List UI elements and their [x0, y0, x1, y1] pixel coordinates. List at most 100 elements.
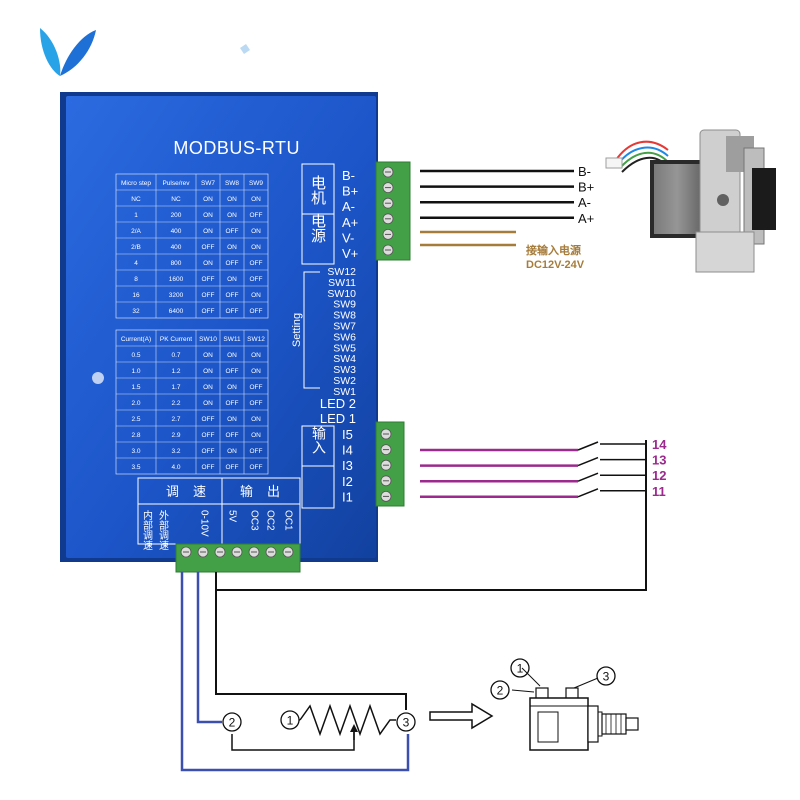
table-cell: ON: [203, 260, 213, 267]
table-header-cell: SW7: [201, 180, 215, 187]
table-cell: 1: [134, 212, 138, 219]
switch-label: SW7: [333, 321, 356, 333]
switch-label: SW1: [333, 386, 356, 398]
table-cell: OFF: [202, 432, 215, 439]
power-note-cn: 接输入电源: [526, 243, 581, 257]
table-cell: ON: [203, 400, 213, 407]
table-cell: OFF: [226, 308, 239, 315]
input-number-label: 14: [652, 437, 667, 452]
table-cell: OFF: [250, 400, 263, 407]
table-header-cell: PK Current: [160, 336, 192, 343]
motor-label: 电机: [309, 175, 327, 206]
input-label: 输入: [310, 426, 326, 454]
switch-contact: [577, 441, 599, 451]
table-cell: ON: [251, 352, 261, 359]
table-cell: 1.0: [131, 368, 140, 375]
switch-label: SW2: [333, 375, 356, 387]
table-cell: 3.2: [171, 448, 180, 455]
table-cell: ON: [203, 196, 213, 203]
table-cell: 4: [134, 260, 138, 267]
led-label: LED 1: [320, 411, 356, 426]
pin-number: 3: [603, 670, 610, 684]
table-header-cell: SW12: [247, 336, 265, 343]
table-cell: ON: [251, 368, 261, 375]
input-terminal-label: I3: [342, 458, 353, 473]
switch-label: SW10: [327, 288, 356, 300]
potentiometer-wiring: [180, 572, 410, 772]
table-cell: 2.0: [131, 400, 140, 407]
bottom-terminal-label: OC3: [249, 510, 260, 531]
motor-wires: B-B+A-A+: [420, 164, 594, 226]
table-cell: 1.7: [171, 384, 180, 391]
bottom-terminal-label: OC1: [283, 510, 294, 531]
table-cell: 2/B: [131, 244, 141, 251]
table-cell: 0.5: [131, 352, 140, 359]
output-label: 输出: [240, 484, 294, 500]
switch-label: SW6: [333, 331, 356, 343]
input-terminal-label: I2: [342, 474, 353, 489]
table-cell: OFF: [226, 228, 239, 235]
table-cell: ON: [203, 368, 213, 375]
switch-contact: [577, 456, 599, 467]
bottom-terminal-label: OC2: [265, 510, 276, 531]
bottom-terminal-label: 外部调速: [157, 510, 169, 550]
input-number-label: 12: [652, 468, 666, 483]
switch-contact: [577, 488, 599, 498]
table-cell: OFF: [202, 448, 215, 455]
pin-marker: [490, 680, 510, 700]
table-cell: OFF: [202, 292, 215, 299]
logo-butterfly-icon: [40, 28, 250, 76]
table-cell: OFF: [226, 292, 239, 299]
switch-label: SW11: [328, 277, 356, 289]
table-cell: OFF: [202, 276, 215, 283]
pin-marker: [510, 658, 530, 678]
bottom-terminal-block: [175, 543, 301, 573]
table-cell: ON: [227, 416, 237, 423]
bottom-terminal-label: 5V: [227, 510, 238, 523]
table-header-cell: Current(A): [121, 336, 151, 343]
table-cell: ON: [251, 244, 261, 251]
motor-wire-label: A-: [578, 195, 591, 210]
table-cell: ON: [203, 352, 213, 359]
table-cell: OFF: [250, 212, 263, 219]
pin-number: 1: [517, 662, 524, 676]
mount-hole: [92, 372, 104, 384]
driver-device: MODBUS-RTU 电机 电源 Setting 输入 调速 输出: [60, 92, 378, 562]
terminal-label: V-: [342, 230, 354, 245]
table-cell: ON: [227, 448, 237, 455]
table-header-cell: SW8: [225, 180, 239, 187]
table-cell: 16: [132, 292, 140, 299]
terminal-label: B+: [342, 184, 358, 199]
table-cell: OFF: [250, 308, 263, 315]
motor-wire-label: B+: [578, 180, 594, 195]
pin-marker: [396, 712, 416, 732]
table-cell: 3.0: [131, 448, 140, 455]
table-cell: OFF: [202, 464, 215, 471]
table-cell: NC: [131, 196, 141, 203]
table-cell: NC: [171, 196, 181, 203]
pin-number: 2: [497, 684, 504, 698]
table-cell: ON: [227, 196, 237, 203]
table-cell: 1.5: [131, 384, 140, 391]
terminal-label: A-: [342, 199, 355, 214]
input-terminal-label: I5: [342, 427, 353, 442]
table-cell: ON: [227, 352, 237, 359]
table-cell: 200: [171, 212, 182, 219]
table-cell: 3200: [169, 292, 184, 299]
common-wire: [215, 440, 647, 591]
table-cell: 4.0: [171, 464, 180, 471]
switch-contact: [577, 472, 599, 482]
terminal-label: A+: [342, 215, 358, 230]
table-cell: ON: [203, 212, 213, 219]
table-cell: 400: [171, 228, 182, 235]
table-cell: 2.7: [171, 416, 180, 423]
switch-label: SW3: [333, 364, 356, 376]
input-terminal-label: I4: [342, 443, 353, 458]
table-cell: OFF: [250, 384, 263, 391]
pin-marker: [596, 666, 616, 686]
table-cell: ON: [203, 384, 213, 391]
